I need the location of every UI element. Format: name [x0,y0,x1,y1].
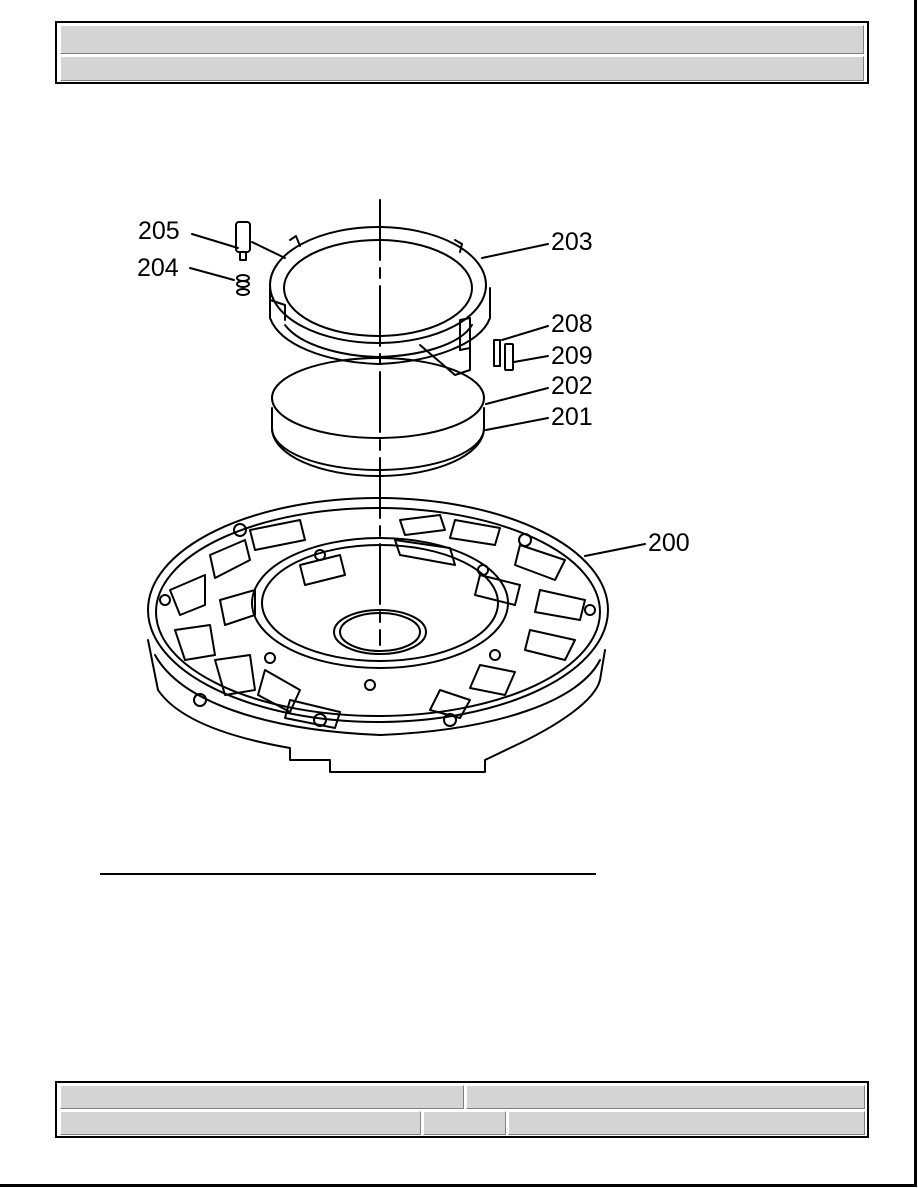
footer-cell-mid-bottom [423,1111,506,1135]
seal-ring-202 [271,357,485,439]
footer-cell-right-bottom [508,1111,865,1135]
leader-205b [251,241,286,259]
callout-203: 203 [551,228,593,256]
footer-cell-left-top [60,1085,464,1109]
plunger-205 [235,221,251,261]
callout-201: 201 [551,403,593,431]
leader-205 [191,233,239,249]
pin-209 [504,343,514,371]
pin-208 [493,339,501,367]
seal-ring-201 [271,407,485,477]
callout-205: 205 [138,217,180,245]
leader-200 [584,543,646,557]
leader-202 [485,387,549,405]
leader-208 [501,325,549,341]
callout-202: 202 [551,372,593,400]
stator-ring-203 [269,226,491,376]
header-row-2 [60,56,864,81]
callout-209: 209 [551,342,593,370]
spring-204 [236,274,250,296]
callout-208: 208 [551,310,593,338]
horizontal-rule [100,873,596,875]
callout-204: 204 [137,254,179,282]
leader-204 [189,267,235,281]
footer-cell-left-bottom [60,1111,421,1135]
callout-200: 200 [648,529,690,557]
footer-cell-right-top [466,1085,865,1109]
pump-body-plate [147,497,609,773]
leader-203 [481,243,549,259]
header-row-1 [60,25,864,54]
leader-209 [513,355,549,363]
header-table [55,21,869,84]
leader-201 [485,417,549,431]
footer-table [55,1081,869,1138]
